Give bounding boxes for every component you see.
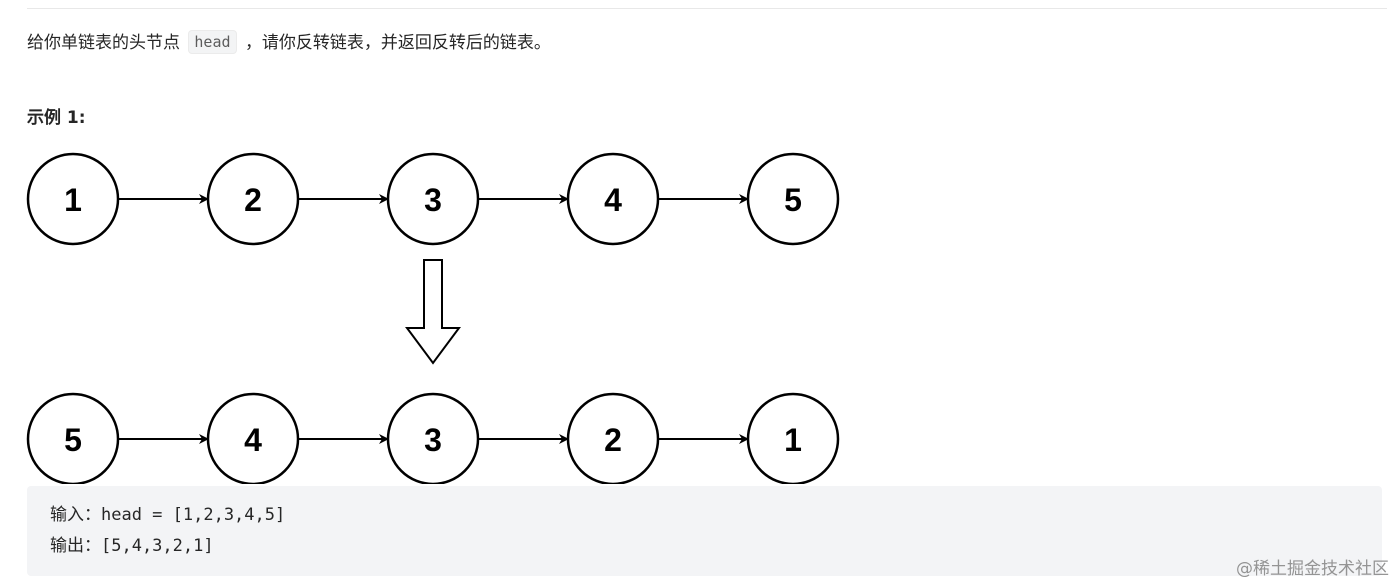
- example-output-line: 输出：[5,4,3,2,1]: [50, 536, 214, 556]
- original-list-node-5: 5: [746, 152, 840, 246]
- original-list-node-circle: [746, 152, 840, 246]
- reversed-list-node-1: 5: [26, 392, 120, 484]
- example-code-block: 输入：head = [1,2,3,4,5] 输出：[5,4,3,2,1]: [27, 486, 1382, 576]
- description-after: ，请你反转链表，并返回反转后的链表。: [244, 33, 551, 53]
- original-list-node-2: 2: [206, 152, 300, 246]
- top-divider: [27, 8, 1387, 9]
- reversed-list-row: 5 4 3 2 1: [26, 392, 840, 484]
- reversed-list-node-label: 5: [64, 422, 82, 458]
- original-list-node-1: 1: [26, 152, 120, 246]
- description-before: 给你单链表的头节点: [27, 33, 180, 53]
- reversed-list-node-circle: [746, 392, 840, 484]
- original-list-node-3: 3: [386, 152, 480, 246]
- reversed-list-node-3: 3: [386, 392, 480, 484]
- original-list-row: 1 2 3 4 5: [26, 152, 840, 246]
- reversed-list-node-4: 2: [566, 392, 660, 484]
- reversed-list-node-label: 1: [784, 422, 802, 458]
- down-arrow-icon: [405, 259, 461, 365]
- example-input-line: 输入：head = [1,2,3,4,5]: [50, 505, 286, 525]
- original-list-node-label: 3: [424, 182, 442, 218]
- linked-list-diagram: 1 2 3 4 5 5 4 3 2 1: [26, 152, 840, 484]
- reversed-list-node-label: 3: [424, 422, 442, 458]
- reversed-list-node-5: 1: [746, 392, 840, 484]
- problem-description: 给你单链表的头节点 head ，请你反转链表，并返回反转后的链表。: [27, 30, 551, 56]
- original-list-node-label: 4: [604, 182, 622, 218]
- reversed-list-node-label: 4: [244, 422, 262, 458]
- reversed-list-node-label: 2: [604, 422, 622, 458]
- watermark: @稀土掘金技术社区: [1236, 559, 1389, 579]
- reversed-list-node-2: 4: [206, 392, 300, 484]
- example-heading: 示例 1:: [27, 108, 86, 128]
- head-inline-code: head: [188, 30, 237, 54]
- original-list-node-4: 4: [566, 152, 660, 246]
- original-list-node-label: 5: [784, 182, 802, 218]
- original-list-node-label: 1: [64, 182, 82, 218]
- original-list-node-label: 2: [244, 182, 262, 218]
